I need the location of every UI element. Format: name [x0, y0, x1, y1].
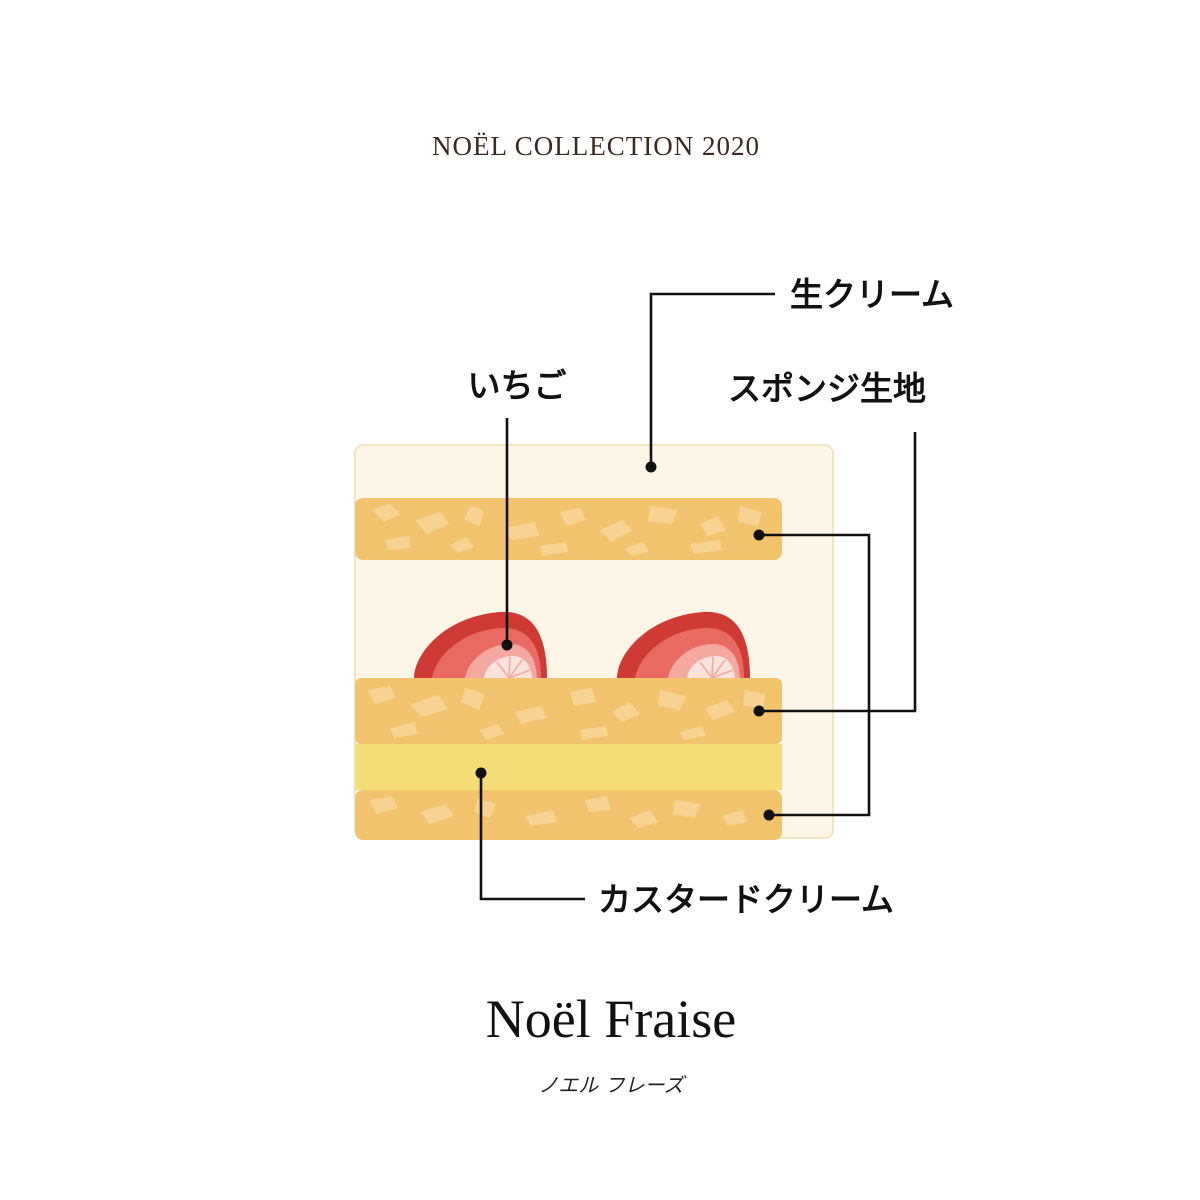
label-strawberry: いちご — [468, 366, 567, 405]
sponge-layer-middle — [355, 678, 782, 744]
sponge-layer-top — [355, 498, 782, 560]
product-name-kana: ノエル フレーズ — [538, 1073, 686, 1097]
leader-whipped-cream — [645, 292, 775, 473]
label-custard: カスタードクリーム — [598, 880, 894, 919]
leader-custard — [475, 767, 585, 901]
label-sponge: スポンジ生地 — [728, 369, 926, 408]
label-whipped-cream: 生クリーム — [790, 275, 954, 314]
strawberry-left — [414, 611, 547, 679]
product-name: Noël Fraise — [486, 989, 736, 1049]
custard-cream-layer — [355, 744, 782, 790]
leader-sponge — [753, 432, 917, 821]
leader-strawberry — [501, 418, 513, 651]
sponge-layer-bottom — [355, 790, 782, 840]
collection-title: NOËL COLLECTION 2020 — [432, 131, 760, 161]
strawberry-right — [617, 611, 750, 679]
